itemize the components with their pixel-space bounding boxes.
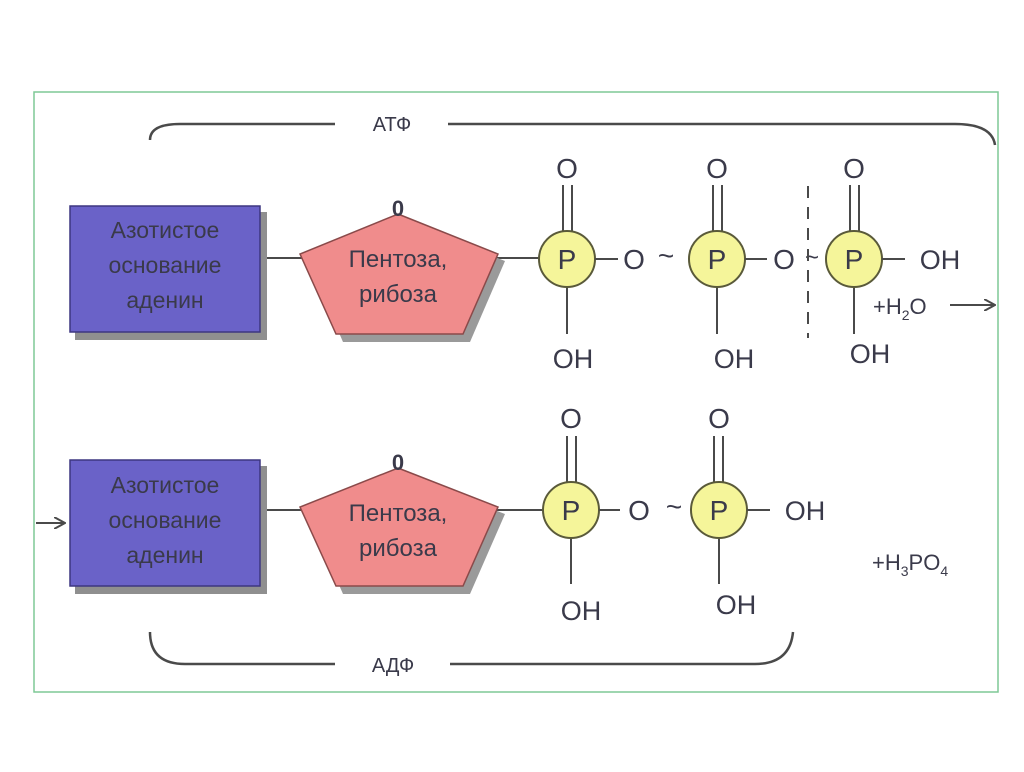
atp-label: АТФ <box>373 114 412 136</box>
adp-p1-oh: OH <box>561 596 602 626</box>
adp-high-energy-bond: ~ <box>666 491 682 522</box>
adp-sugar-line-2: рибоза <box>359 535 438 562</box>
adp-p2-oxygen: O <box>708 403 730 434</box>
adp-molecule: Азотистое основание аденин 0 Пентоза, ри… <box>36 403 948 677</box>
atp-p3-oh-bottom: OH <box>850 339 891 369</box>
atp-base-line-1: Азотистое <box>111 217 220 243</box>
adp-p1-oxygen: O <box>560 403 582 434</box>
atp-sugar-line-1: Пентоза, <box>349 246 448 273</box>
atp-base-line-2: основание <box>109 252 222 278</box>
adp-sugar-line-1: Пентоза, <box>349 500 448 527</box>
atp-bridge-oxygen-1: O <box>623 244 645 275</box>
atp-bridge-oxygen-2: O <box>773 244 795 275</box>
adp-p2-oh-right: OH <box>785 496 826 526</box>
adp-phosphate-1: P O OH <box>542 403 602 626</box>
adp-label: АДФ <box>372 655 414 677</box>
adp-base-line-2: основание <box>109 507 222 533</box>
atp-phosphate-1: P O OH <box>538 153 596 374</box>
atp-p2-oh: OH <box>714 344 755 374</box>
atp-sugar-line-2: рибоза <box>359 281 438 308</box>
atp-p1-symbol: P <box>558 244 577 275</box>
atp-phosphate-3: P O OH <box>825 153 891 369</box>
adp-base-line-1: Азотистое <box>111 472 220 498</box>
atp-base-line-3: аденин <box>126 287 203 313</box>
atp-p1-oh: OH <box>553 344 594 374</box>
adp-p1-symbol: P <box>562 495 581 526</box>
atp-p3-symbol: P <box>845 244 864 275</box>
adp-plus-phosphoric-acid: +H3PO4 <box>872 550 948 579</box>
atp-p2-oxygen: O <box>706 153 728 184</box>
atp-adenine-box <box>69 205 261 333</box>
atp-pentose <box>298 213 499 335</box>
adp-base-line-3: аденин <box>126 542 203 568</box>
adp-adenine-box <box>69 459 261 587</box>
atp-p2-symbol: P <box>708 244 727 275</box>
atp-p1-oxygen: O <box>556 153 578 184</box>
atp-ring-oxygen: 0 <box>392 196 404 221</box>
atp-p3-oxygen: O <box>843 153 865 184</box>
atp-p3-oh-right: OH <box>920 245 961 275</box>
atp-high-energy-bond-1: ~ <box>658 240 674 271</box>
adp-bridge-oxygen: O <box>628 495 650 526</box>
adp-p2-symbol: P <box>710 495 729 526</box>
atp-molecule: АТФ Азотистое основание аденин 0 Пентоза… <box>69 114 997 374</box>
adp-brace <box>148 631 795 666</box>
atp-brace <box>148 122 997 146</box>
adp-pentose <box>298 467 500 587</box>
adp-ring-oxygen: 0 <box>392 450 404 475</box>
adp-p2-oh-bottom: OH <box>716 590 757 620</box>
atp-plus-water: +H2O <box>873 294 927 323</box>
